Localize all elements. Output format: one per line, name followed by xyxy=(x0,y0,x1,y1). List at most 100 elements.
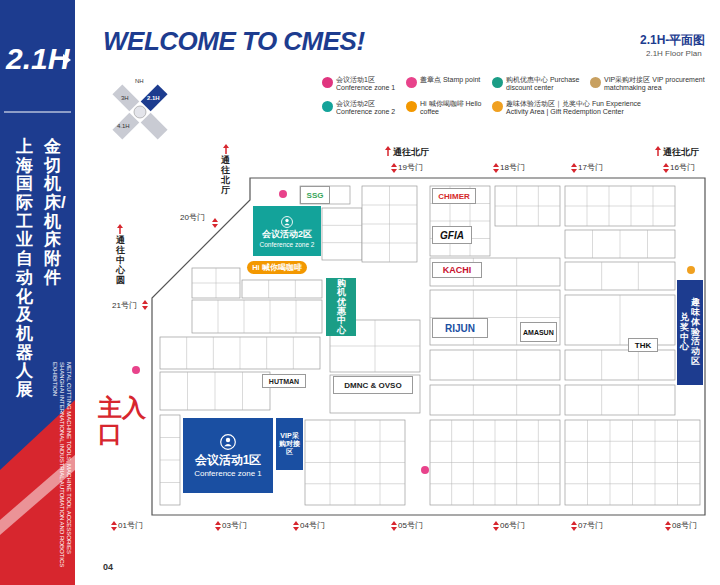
direction-arrow xyxy=(657,149,659,156)
booth-block xyxy=(160,372,270,410)
legend-swatch xyxy=(492,101,503,112)
door-label: 04号门 xyxy=(300,520,325,531)
icon-body xyxy=(284,223,290,225)
node-text: Conference zone 1 xyxy=(194,469,262,478)
booth-divider xyxy=(565,483,700,484)
booth-divider xyxy=(516,258,517,286)
booth-divider xyxy=(516,385,517,415)
booth-block xyxy=(430,258,560,286)
door-arrow xyxy=(293,521,299,531)
label-holder: 上海国际工业自动化及机器人展 xyxy=(16,138,33,400)
stamp-point xyxy=(132,366,140,374)
legend-item: 会议活动1区 Conference zone 1 xyxy=(322,76,408,93)
title-holder: WELCOME TO CMES! xyxy=(103,26,365,57)
node-text: AMASUN xyxy=(523,329,554,336)
legend-text: 趣味体验活动区｜兑奖中心 Fun Experience Activity Are… xyxy=(506,100,646,117)
booth-divider xyxy=(601,350,602,380)
conference-zone: 会议活动1区Conference zone 1 xyxy=(183,418,273,493)
booth-block xyxy=(192,268,240,298)
booth-block xyxy=(565,420,700,505)
conference-zone: 会议活动2区Conference zone 2 xyxy=(253,206,321,256)
hall-outline xyxy=(152,178,705,515)
purchase-center: 购机优惠中心 xyxy=(326,278,356,336)
booth-divider xyxy=(218,300,219,333)
stamp-point xyxy=(421,466,429,474)
booth-divider xyxy=(516,350,517,380)
label-holder: 21号门 xyxy=(112,300,137,311)
door-arrow xyxy=(493,521,499,531)
booth-divider xyxy=(601,385,602,415)
door-label: 18号门 xyxy=(500,162,525,173)
booth-divider xyxy=(160,460,180,461)
node-text: Conference zone 2 xyxy=(260,241,315,248)
node-text: 购机优惠中心 xyxy=(333,279,350,335)
door-label: 20号门 xyxy=(180,212,205,223)
booth-block xyxy=(495,186,560,226)
label-holder: 19号门 xyxy=(398,162,423,173)
booth-block xyxy=(192,300,322,333)
main-entrance: 主入口 xyxy=(98,395,146,448)
label-holder: 2.1H Floor Plan xyxy=(646,49,702,58)
direction-label: 通往北厅 xyxy=(393,146,429,159)
booth-divider xyxy=(187,372,188,410)
label-holder: 04 xyxy=(103,562,113,572)
door-label: 01号门 xyxy=(118,520,143,531)
icon-ring xyxy=(221,434,236,449)
legend-text: Hi 喊你喝咖啡 Hello coffee xyxy=(420,100,492,117)
booth-divider xyxy=(620,295,621,345)
vip-area: VIP采购对接区 xyxy=(276,418,303,470)
booth-divider xyxy=(362,243,417,244)
booth-divider xyxy=(322,242,362,243)
legend-item: 盖章点 Stamp point xyxy=(406,76,492,88)
booth-divider xyxy=(620,230,621,258)
fun-area: 趣味体验活动区兑奖中心 xyxy=(677,280,703,385)
booth-divider xyxy=(430,483,560,484)
booth-divider xyxy=(638,385,639,415)
label-holder: 通往北厅 xyxy=(663,146,699,159)
door-arrow xyxy=(571,163,577,173)
icon-head xyxy=(285,219,288,222)
booth-block xyxy=(565,262,675,290)
node-text: VIP采购对接区 xyxy=(279,432,300,455)
booth-divider xyxy=(430,462,560,463)
legend-swatch xyxy=(322,101,333,112)
label-holder: 01号门 xyxy=(118,520,143,531)
minimap-label: 3H xyxy=(121,95,129,101)
minimap-label: 2.1H xyxy=(147,95,160,101)
direction-arrow xyxy=(119,227,121,234)
label-holder: 主入口 xyxy=(98,395,146,448)
legend-swatch xyxy=(322,77,333,88)
label-holder: 17号门 xyxy=(578,162,603,173)
direction-label: 通往中心圆 xyxy=(116,236,125,285)
door-arrow xyxy=(111,521,117,531)
door-label: 03号门 xyxy=(222,520,247,531)
label-holder: 03号门 xyxy=(222,520,247,531)
booth-divider xyxy=(362,205,417,206)
node-text: THK xyxy=(635,341,651,350)
node-text: DMNC & OVSO xyxy=(344,381,401,390)
legend-swatch xyxy=(406,101,417,112)
booth-divider xyxy=(192,283,240,284)
exhibitor-booth: CHIMER xyxy=(432,188,476,204)
booth-divider xyxy=(305,441,405,442)
label-holder: 2.1H xyxy=(6,42,69,76)
booth-divider xyxy=(638,262,639,290)
door-label: 19号门 xyxy=(398,162,423,173)
booth-divider xyxy=(601,262,602,290)
booth-divider xyxy=(213,337,214,369)
booth-divider xyxy=(495,206,560,207)
icon-ring xyxy=(282,217,293,228)
booth-divider xyxy=(430,441,560,442)
exhibition-name: 金切机床/机床附件 xyxy=(44,138,61,288)
label-holder: 通往北厅 xyxy=(221,156,230,196)
booth-block xyxy=(565,230,675,258)
page-number: 04 xyxy=(103,562,113,572)
coffee-point: Hi 喊你喝咖啡 xyxy=(247,261,307,274)
node-text: 兑奖中心 xyxy=(680,313,689,353)
minimap-hall xyxy=(141,113,168,140)
booth-block xyxy=(565,385,675,415)
booth-divider xyxy=(322,225,362,226)
direction-arrow xyxy=(117,224,123,228)
side-band xyxy=(0,0,75,585)
label-holder: METAL CUTTING MACHINE TOOLS, MACHINE TOO… xyxy=(50,362,72,577)
